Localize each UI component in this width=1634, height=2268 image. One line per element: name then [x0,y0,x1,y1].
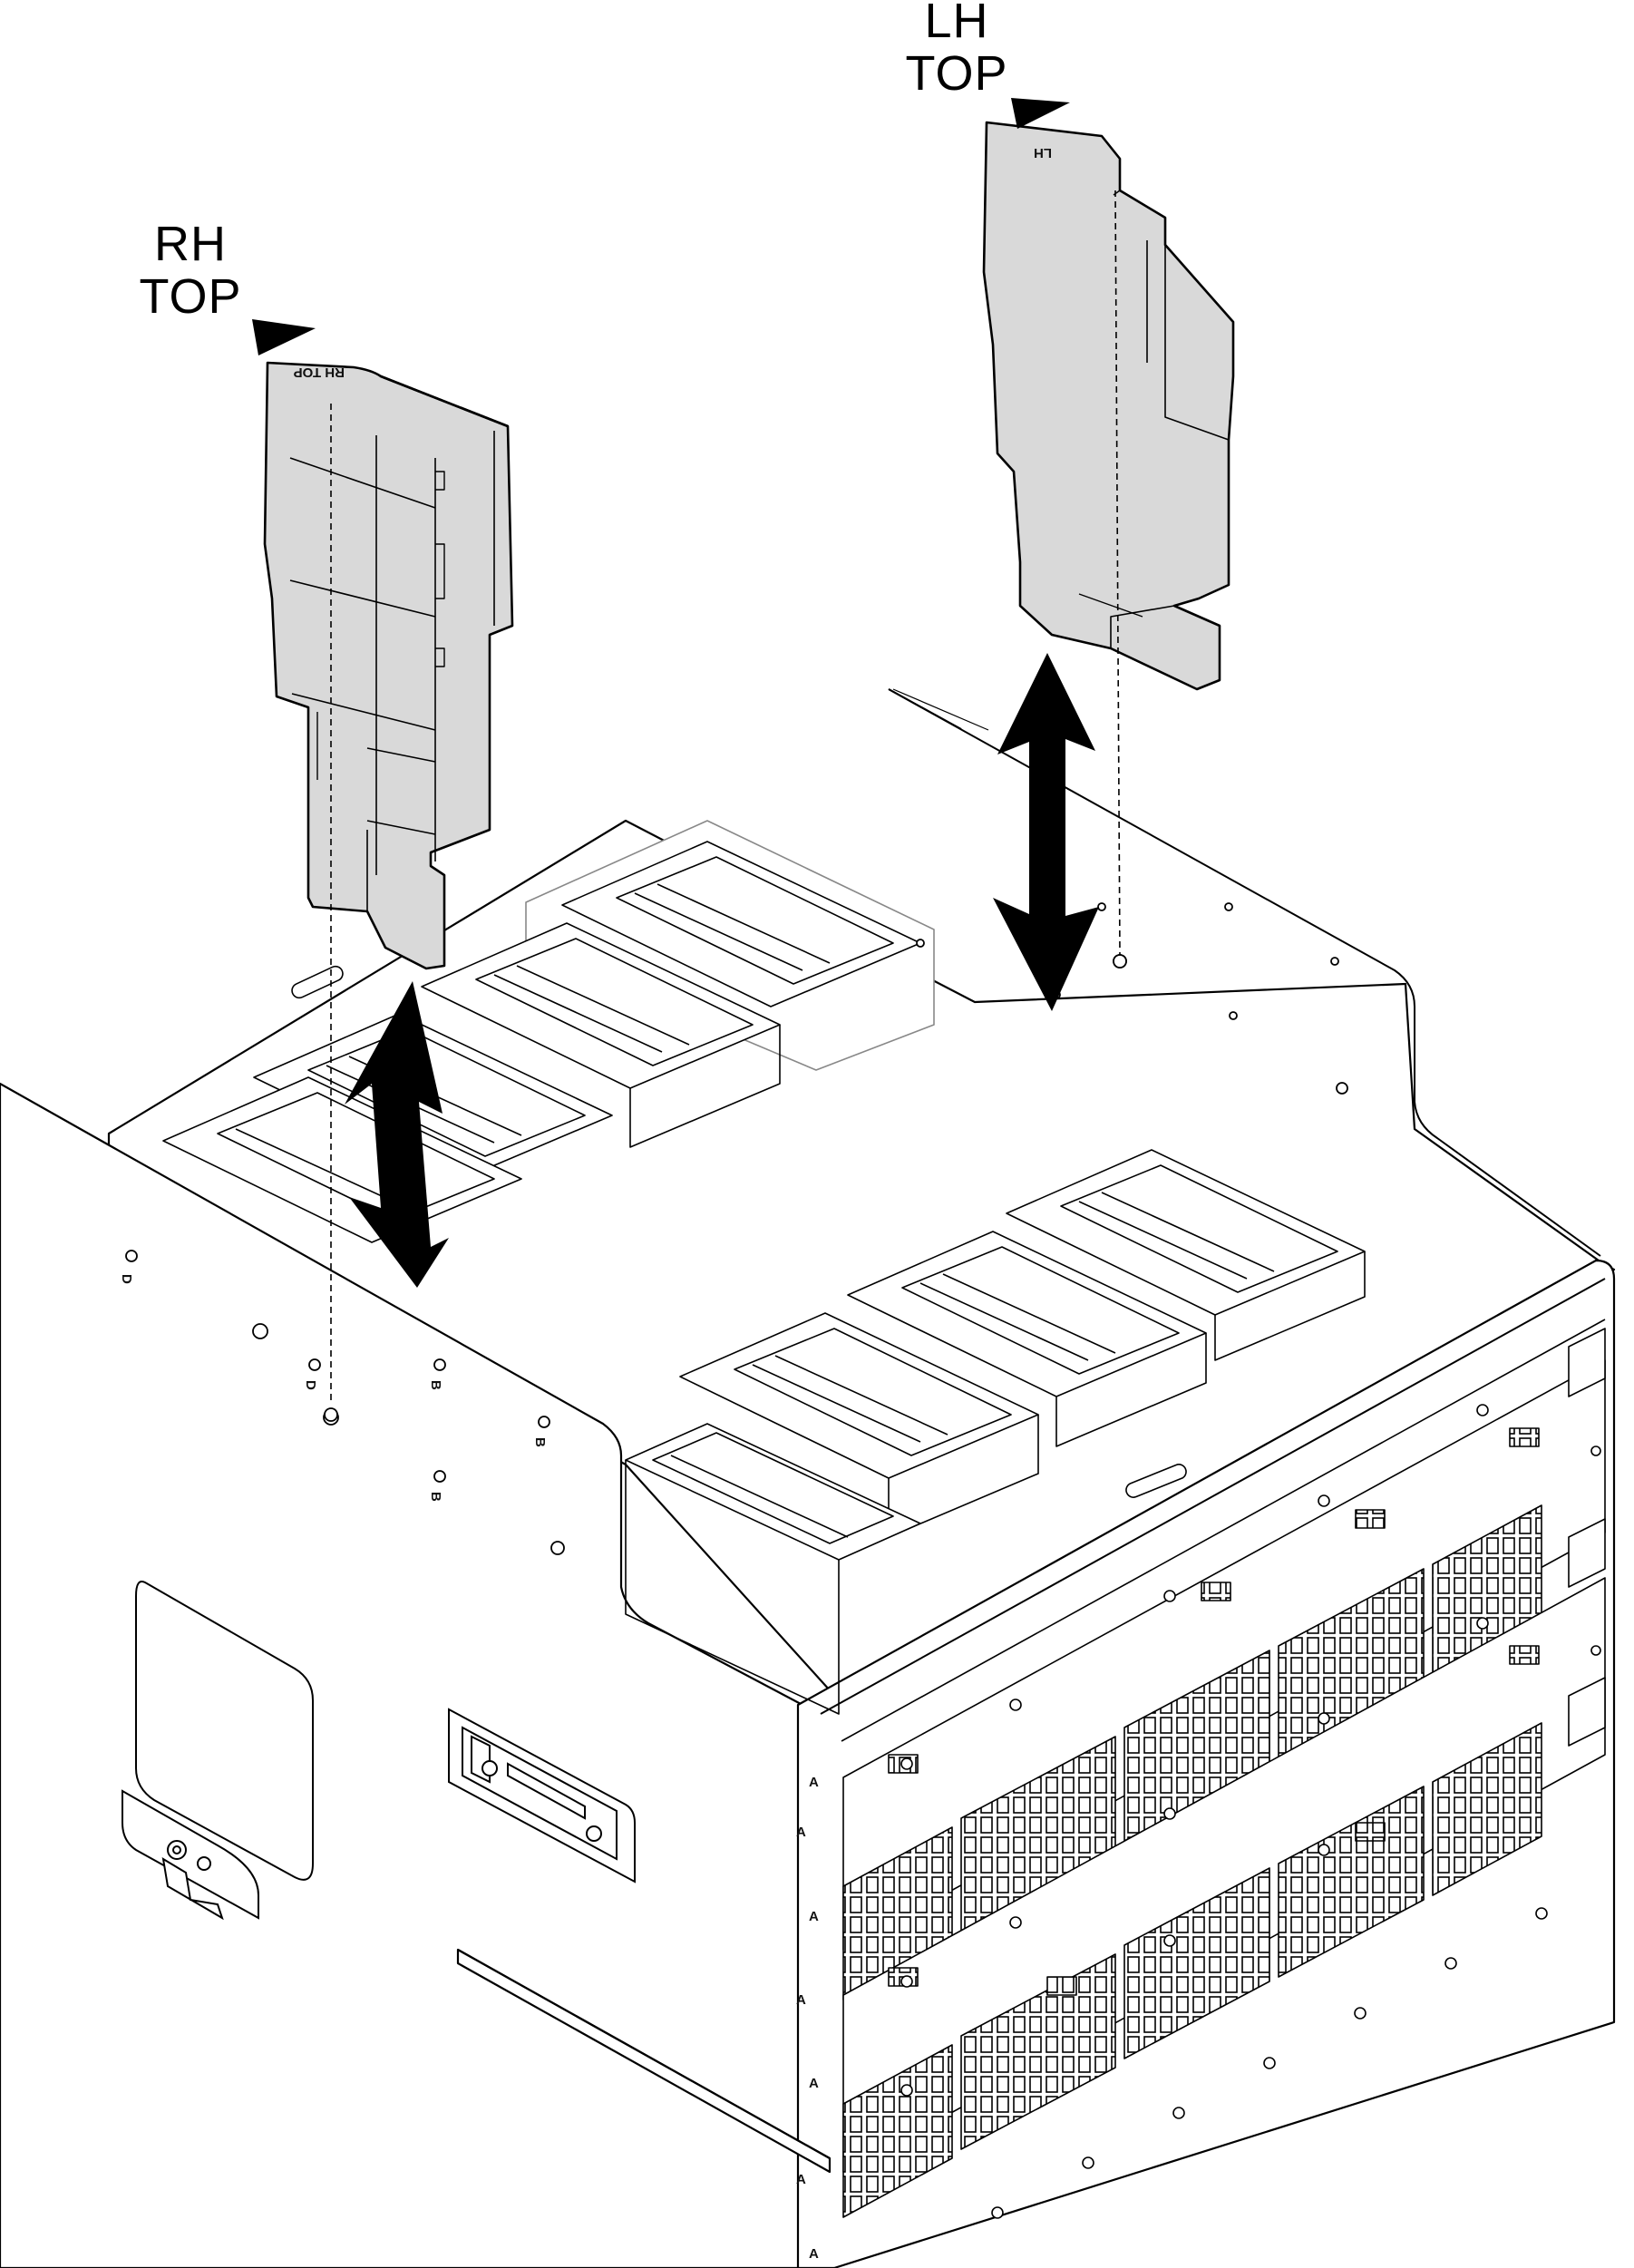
drive-grid [1123,1867,1270,2059]
slot-oval [1125,1464,1187,1498]
mark-a: A [809,2246,819,2262]
chassis-left-wall [0,1082,836,2268]
fan-module [679,1312,1039,1538]
chassis-right-wall [888,688,1601,1257]
side-panel-features [122,1581,636,1921]
rh-air-baffle [263,361,514,970]
mark-d: D [303,1380,318,1390]
mark-a: A [809,1775,819,1790]
rh-part-stamp: RH TOP [294,365,345,380]
lh-label-line2: TOP [905,46,1008,101]
screws [900,1404,1601,2219]
mark-a: A [796,1992,806,2008]
connector [1355,1509,1386,1529]
mark-a: A [796,1825,806,1840]
drive-grid [842,2044,953,2218]
connector-mark-text: D D B B B A A A A A A A [119,1274,819,2262]
fan-module [421,922,781,1148]
connector [1509,1645,1540,1665]
drive-grid [1432,1722,1542,1896]
lh-label-line1: LH [924,0,989,48]
mark-a: A [796,2172,806,2187]
rh-top-arrow [252,319,316,355]
rh-label-line1: RH [154,217,227,271]
rear-edge-line [892,688,989,731]
connector [1355,1822,1386,1842]
mark-a: A [809,2076,819,2091]
connector [1509,1427,1540,1447]
mark-b: B [428,1380,443,1390]
lh-alignment-pin [1113,954,1127,969]
drive-bays [842,1328,1606,2218]
mark-a: A [809,1909,819,1924]
lh-part-stamp: LH [1034,145,1052,161]
bay-handle [1568,1328,1606,1397]
latch-plate [122,1789,259,1920]
fan-module [1006,1149,1366,1361]
mark-b: B [428,1492,443,1502]
lh-top-arrow [1011,98,1070,129]
mark-d: D [119,1274,134,1284]
rh-label-line2: TOP [139,269,242,324]
bay-handle [1568,1677,1606,1747]
latch-tab [161,1857,224,1921]
rh-alignment-hole [324,1407,338,1422]
connector [1201,1582,1231,1601]
connector [1046,1976,1077,1996]
fan-module [625,1423,921,1715]
access-cover [135,1581,314,1881]
lh-air-baffle [982,121,1235,691]
mark-b: B [532,1437,548,1447]
lh-top-label: LH TOP [889,0,1025,100]
fan-module [525,820,935,1071]
lh-installation-arrow [993,653,1099,1011]
rh-top-label: RH TOP [122,218,258,323]
bay-handle [1568,1518,1606,1588]
alignment-guides [330,190,1121,1401]
lh-guide-line [1114,190,1121,958]
drive-grid [1278,1786,1425,1978]
fan-module [847,1231,1207,1447]
rh-installation-arrow [345,981,449,1288]
slot-oval [291,965,344,999]
